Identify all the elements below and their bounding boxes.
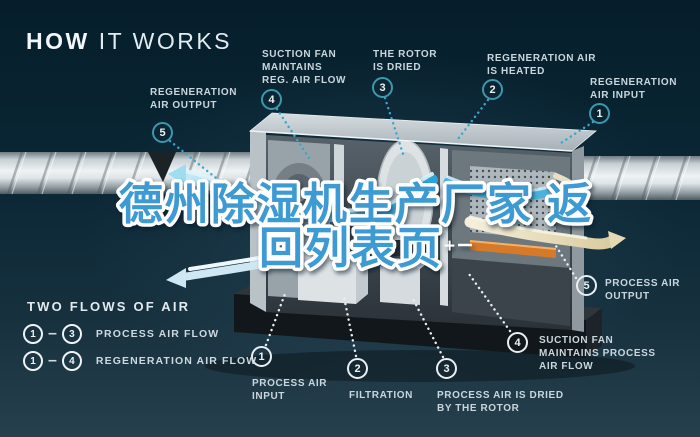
badge-process-4: 4 xyxy=(507,332,528,353)
badge-regeneration-3: 3 xyxy=(372,77,393,98)
filter-boxes xyxy=(298,240,430,305)
cream-airflow xyxy=(464,173,626,250)
ribbon-airflow xyxy=(166,249,297,288)
badge-regeneration-4: 4 xyxy=(261,89,282,110)
legend-regeneration-to: 4 xyxy=(61,351,82,371)
label-rotor-dried: THE ROTOR IS DRIED xyxy=(373,49,438,74)
badge-process-5: 5 xyxy=(576,275,597,296)
badge-process-3: 3 xyxy=(436,358,457,379)
cursor-mark: + xyxy=(444,236,455,257)
badge-process-1: 1 xyxy=(251,346,272,367)
heater-element xyxy=(470,240,556,258)
badge-regeneration-1: 1 xyxy=(589,103,610,124)
label-process-air-output: PROCESS AIR OUTPUT xyxy=(605,278,681,303)
label-suction-fan-process: SUCTION FAN MAINTAINS PROCESS AIR FLOW xyxy=(539,335,656,373)
badge-regeneration-5: 5 xyxy=(152,122,173,143)
process-dotted-lines xyxy=(264,244,578,359)
legend-row-regeneration: 1 – 4 REGENERATION AIR FLOW xyxy=(23,351,257,371)
label-regeneration-heated: REGENERATION AIR IS HEATED xyxy=(487,53,597,78)
title-light: IT WORKS xyxy=(98,28,233,54)
label-suction-fan-reg: SUCTION FAN MAINTAINS REG. AIR FLOW xyxy=(262,49,347,87)
legend-regeneration-dash: – xyxy=(48,352,57,369)
legend-regeneration-from: 1 xyxy=(23,351,43,371)
legend-heading: TWO FLOWS OF AIR xyxy=(27,299,191,314)
legend-process-to: 3 xyxy=(61,324,82,344)
badge-process-2: 2 xyxy=(347,358,368,379)
label-process-dried-rotor: PROCESS AIR IS DRIED BY THE ROTOR xyxy=(437,390,564,415)
label-regeneration-air-input: REGENERATION AIR INPUT xyxy=(590,77,678,102)
watermark-line2[interactable]: 回列表页 xyxy=(256,221,445,277)
page-title: HOW IT WORKS xyxy=(26,28,232,55)
label-regeneration-air-output: REGENERATION AIR OUTPUT xyxy=(150,87,238,112)
cyan-airflow xyxy=(168,164,550,223)
legend-process-dash: – xyxy=(48,325,57,342)
regeneration-dotted-lines xyxy=(168,96,595,180)
legend-regeneration-label: REGENERATION AIR FLOW xyxy=(95,355,258,367)
legend-process-label: PROCESS AIR FLOW xyxy=(95,328,220,340)
title-bold: HOW xyxy=(26,28,90,54)
badge-regeneration-2: 2 xyxy=(482,79,503,100)
legend-process-from: 1 xyxy=(23,324,43,344)
label-filtration: FILTRATION xyxy=(349,390,413,401)
legend-row-process: 1 – 3 PROCESS AIR FLOW xyxy=(23,324,219,344)
watermark-line1[interactable]: 德州除湿机生产厂家 返 xyxy=(115,177,594,233)
duct-vent-notch xyxy=(148,152,176,182)
floor-shadow xyxy=(205,350,635,382)
label-process-air-input: PROCESS AIR INPUT xyxy=(252,378,328,403)
